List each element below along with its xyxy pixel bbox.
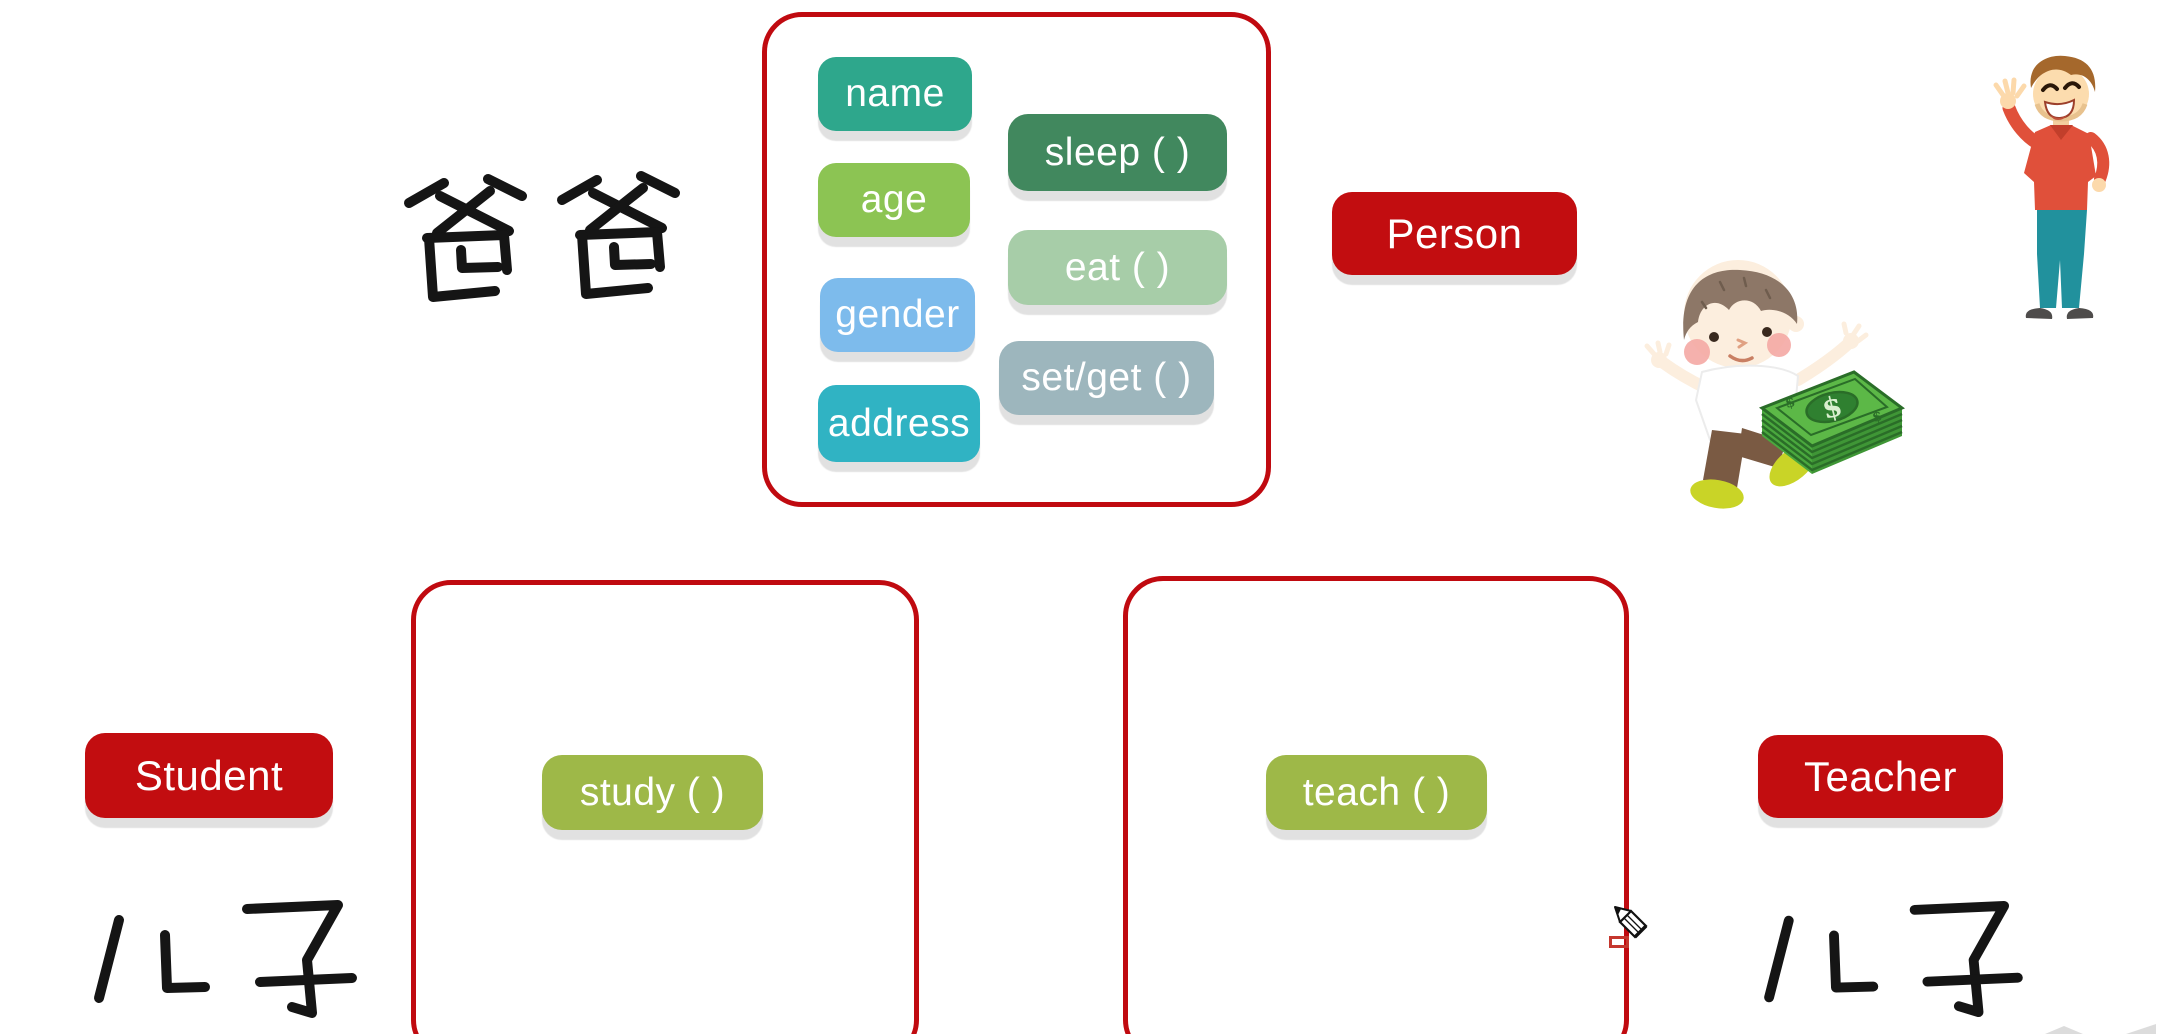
attribute-pill-age: age	[818, 163, 970, 237]
son-hanzi-label-right	[1763, 901, 2021, 1019]
boy-with-money-illustration: $ $ $	[1644, 260, 1905, 509]
method-pill-teach: teach ( )	[1266, 755, 1487, 830]
man-shirt	[2024, 125, 2096, 210]
money-stack: $ $ $	[1758, 370, 1905, 474]
method-pill-setget: set/get ( )	[999, 341, 1214, 415]
student-class-pill: Student	[85, 733, 333, 818]
father-hanzi-label	[403, 170, 671, 302]
method-pill-eat: eat ( )	[1008, 230, 1227, 305]
student-class-frame	[411, 580, 919, 1034]
bottom-edge-mark-right	[2126, 1024, 2156, 1034]
attribute-pill-name: name	[818, 57, 972, 131]
person-class-frame	[762, 12, 1271, 507]
waving-man-illustration	[1993, 55, 2110, 319]
teacher-class-frame	[1123, 576, 1629, 1034]
method-pill-study: study ( )	[542, 755, 763, 830]
boy-hair	[1683, 269, 1798, 340]
method-pill-sleep: sleep ( )	[1008, 114, 1227, 191]
teacher-class-pill: Teacher	[1758, 735, 2003, 818]
dollar-sign-right: $	[1871, 408, 1884, 426]
attribute-pill-address: address	[818, 385, 980, 462]
annotation-selection-rect	[1609, 936, 1629, 948]
pencil-cursor-icon	[1614, 906, 1648, 939]
son-hanzi-label-left	[93, 900, 355, 1020]
man-pants	[2037, 210, 2087, 308]
man-hair	[2030, 55, 2096, 92]
bottom-edge-mark-left	[2045, 1026, 2083, 1034]
person-class-pill: Person	[1332, 192, 1577, 275]
attribute-pill-gender: gender	[820, 278, 975, 352]
dollar-sign-left: $	[1784, 394, 1797, 412]
